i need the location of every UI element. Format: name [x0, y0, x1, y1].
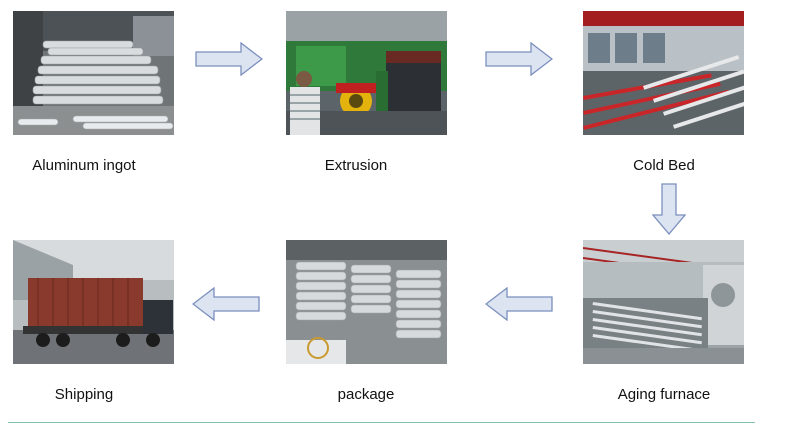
package-photo — [286, 240, 447, 364]
aluminum-ingot-photo — [13, 11, 174, 135]
extrusion-photo — [286, 11, 447, 135]
arrow-shape — [192, 287, 260, 321]
arrow-right-1 — [195, 42, 263, 76]
arrow-right-2 — [485, 42, 553, 76]
arrow-down — [652, 183, 686, 235]
step-label-package: package — [337, 386, 395, 403]
arrow-shape — [485, 287, 553, 321]
step-label-shipping: Shipping — [54, 386, 114, 403]
arrow-shape — [652, 183, 686, 235]
arrow-shape — [195, 42, 263, 76]
bottom-divider — [8, 422, 755, 423]
step-label-cold-bed: Cold Bed — [633, 157, 695, 174]
cold-bed-photo — [583, 11, 744, 135]
step-label-ingot: Aluminum ingot — [32, 157, 136, 174]
aging-furnace-photo — [583, 240, 744, 364]
step-label-aging-furnace: Aging furnace — [617, 386, 711, 403]
arrow-left-1 — [485, 287, 553, 321]
arrow-shape — [485, 42, 553, 76]
shipping-photo — [13, 240, 174, 364]
arrow-left-2 — [192, 287, 260, 321]
step-label-extrusion: Extrusion — [324, 157, 388, 174]
